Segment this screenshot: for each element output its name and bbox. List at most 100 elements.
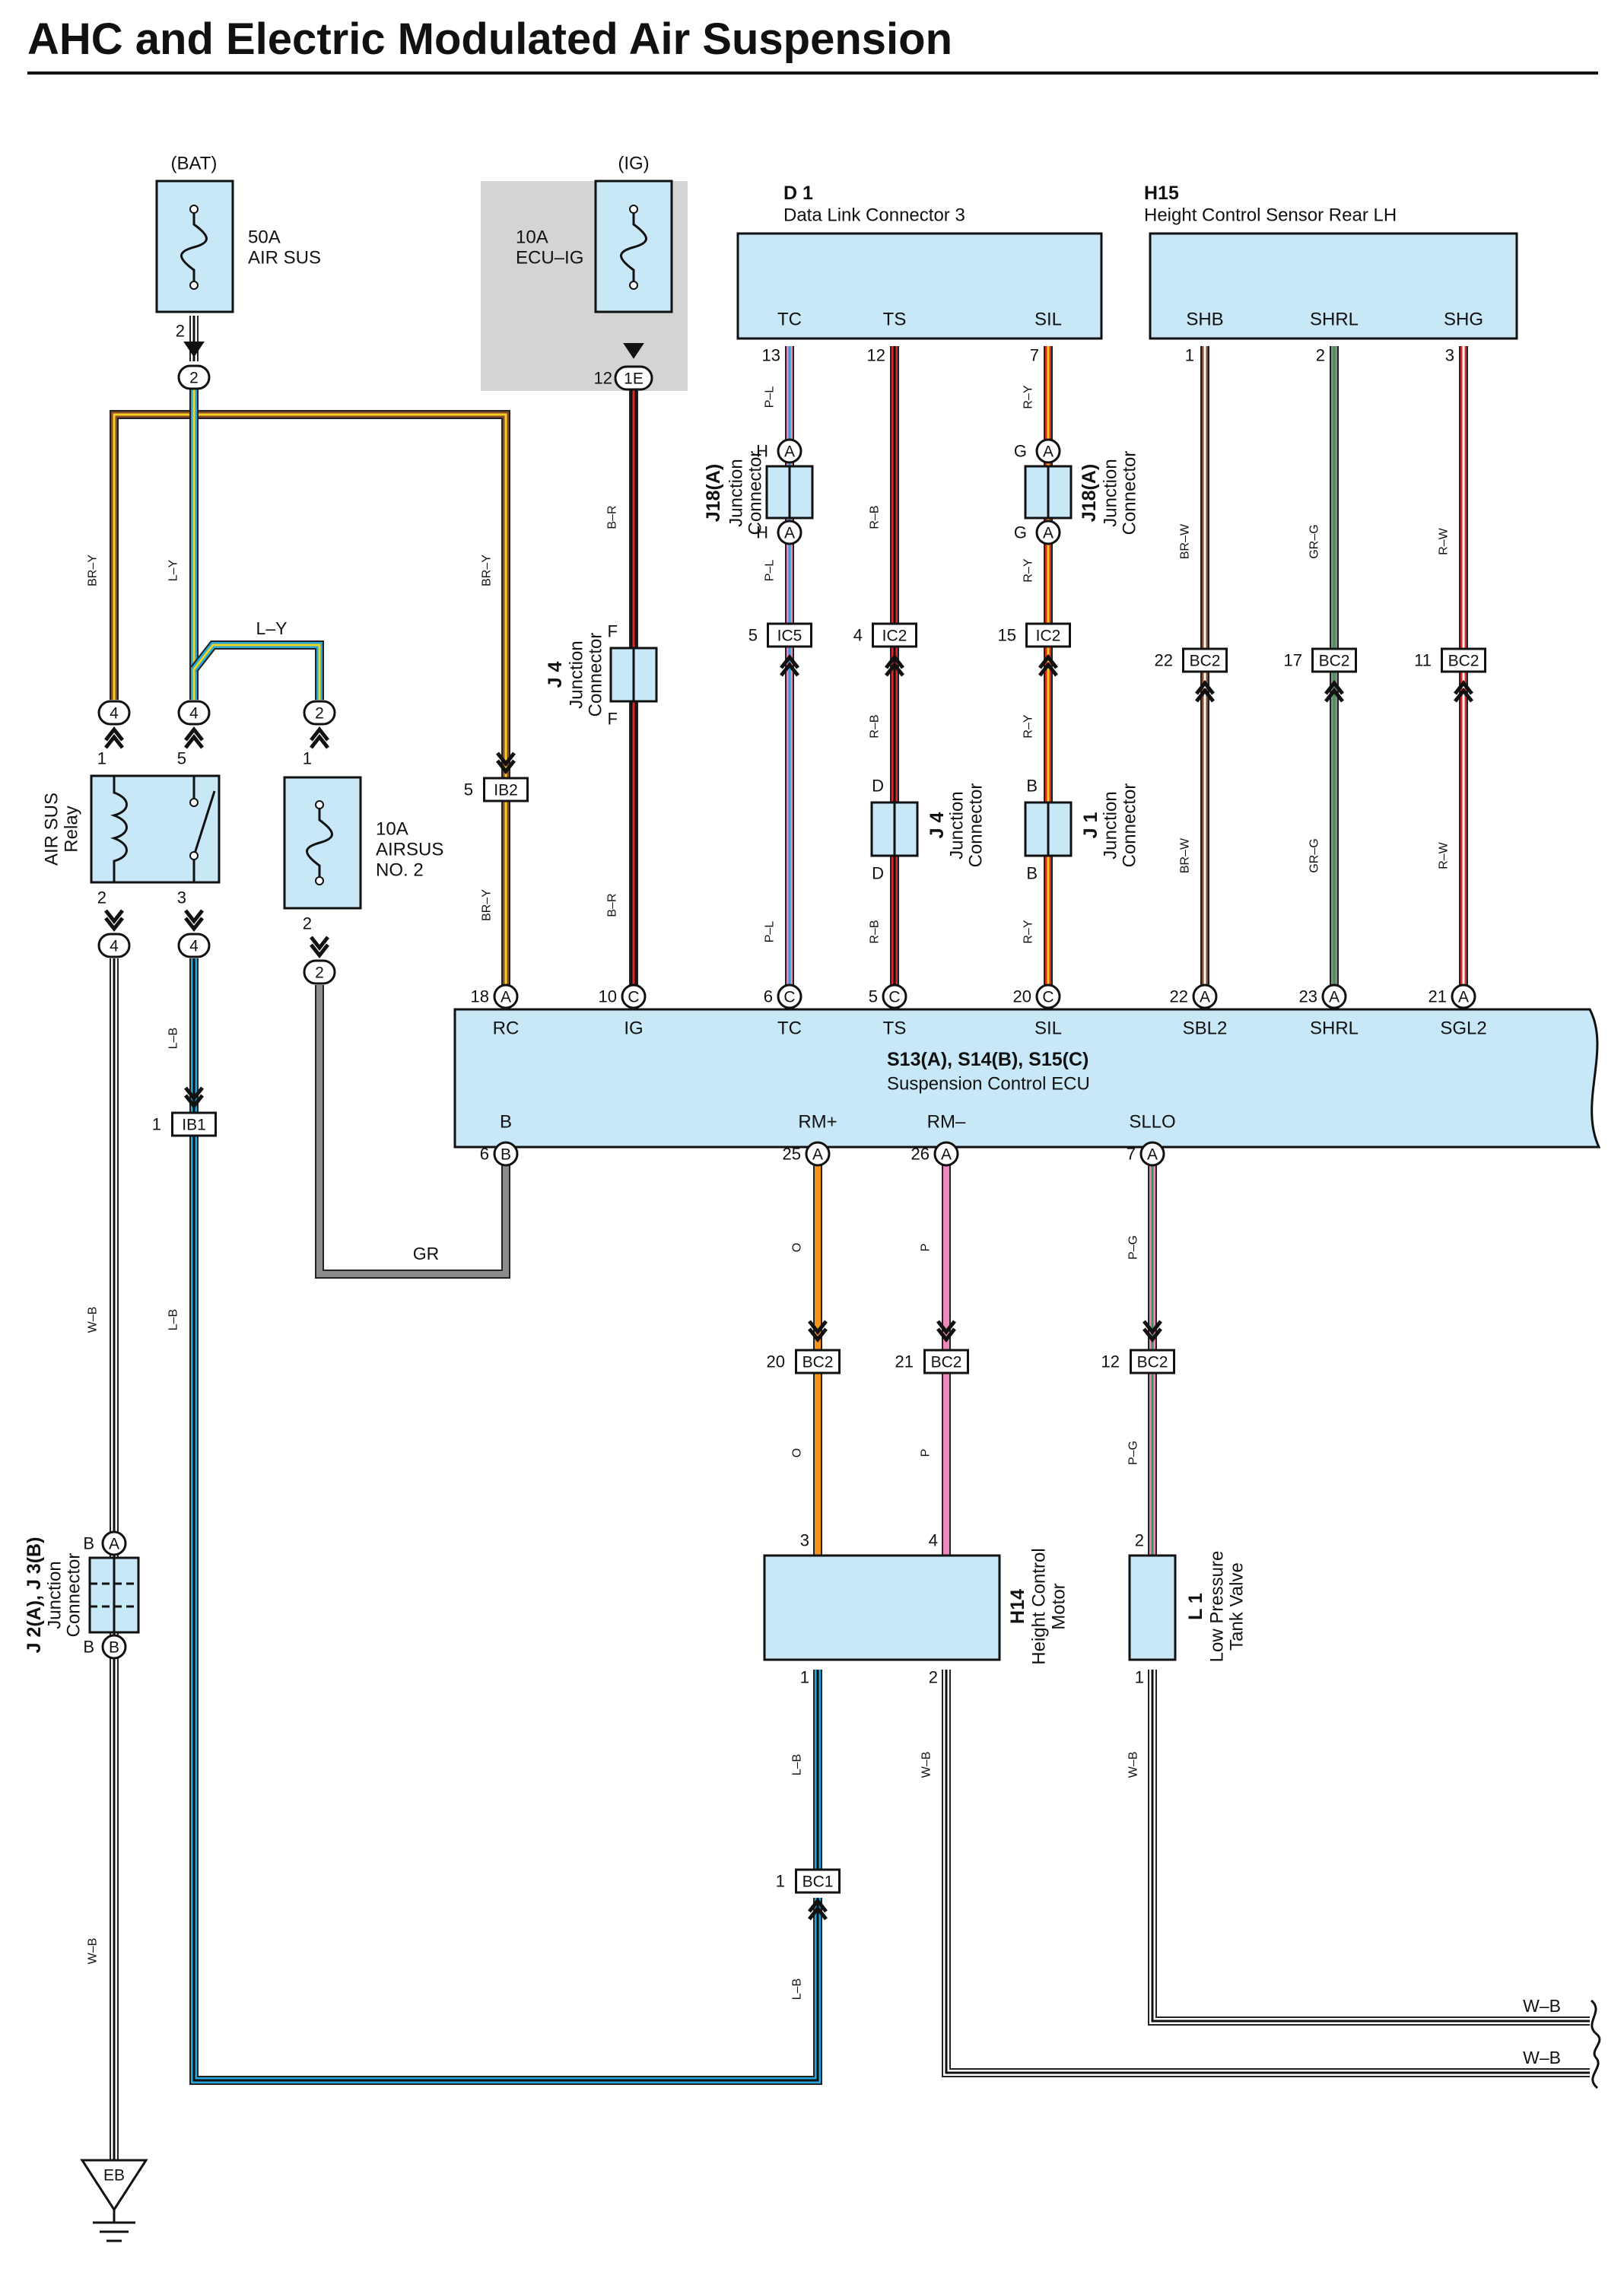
chevron-up-icon [1038,653,1058,677]
junction-label: Junction [45,1561,65,1629]
ecu-pin-circle [933,1141,959,1167]
pin-letter: B [83,1638,94,1657]
junction-label: Junction [1101,791,1121,859]
wire-base [111,412,509,780]
connector-ic2 [872,622,917,648]
wire-color-label: GR–G [1308,838,1321,872]
relay-terminal [189,851,199,860]
pin-letter: C [628,989,639,1006]
wire-color-label: W–B [1127,1752,1140,1778]
wire-base [316,985,509,1277]
wire-stripe [1151,1670,1590,2023]
wire-base [943,1670,1590,2076]
connector-label: IB2 [494,782,518,799]
pin-number: 2 [97,888,106,907]
connector-label: 4 [189,938,199,955]
pin-letter: A [1200,989,1210,1006]
ecu-terminal: SIL [1034,1019,1062,1039]
junction-label: Connector [1120,451,1140,535]
ecu-terminal: B [500,1112,512,1133]
wire-color-label: R–B [869,714,882,738]
pin-number: 20 [1013,987,1031,1006]
connector-label: BC2 [802,1354,834,1371]
arrow-down-icon [183,342,205,358]
ecu-terminal: RC [493,1019,520,1039]
pin-number: 17 [1284,651,1302,670]
connector-label: 2 [315,705,324,723]
chevron-up-icon [780,653,799,677]
junction-label: Connector [966,783,987,868]
ecu-terminal: SGL2 [1440,1019,1486,1039]
chevron-up-icon [1454,679,1473,703]
connector-bc2 [923,1349,969,1374]
component-label: ECU–IG [516,248,583,269]
pin-letter: A [941,1146,952,1164]
wire-color-label: R–W [1438,841,1451,869]
ecu-terminal: TC [777,1019,802,1039]
wire-color-label: L–B [167,1309,180,1330]
pin-letter: D [872,777,884,796]
ig-label: (IG) [618,154,649,174]
chevron-up-icon [885,653,904,677]
ecu-pin-circle [1321,984,1347,1009]
pin-letter: D [872,864,884,883]
component-label: NO. 2 [376,860,424,881]
pin-number: 4 [853,626,863,645]
pin-circle [777,438,802,464]
chevron-up-icon [184,726,204,749]
d1-terminal: TC [777,310,802,330]
wire-color-label: GR [413,1244,440,1263]
pin-number: 5 [869,987,878,1006]
pin-number: 12 [1101,1352,1120,1371]
connector-ib1 [171,1111,217,1137]
pin-number: 5 [464,780,473,799]
d1-terminal: SIL [1034,310,1062,330]
connector-bc1 [795,1868,841,1894]
wire-color-label: BR–Y [481,889,494,921]
pin-number: 22 [1155,651,1173,670]
junction-label: Junction [947,791,968,859]
wire-color-label: R–Y [1022,385,1035,408]
j2j3-code: J 2(A), J 3(B) [24,1537,45,1654]
pin-number: 15 [998,626,1016,645]
wire-stripe [945,1670,1590,2074]
j18a-code: J18(A) [1079,464,1100,522]
wire-color-label: W–B [1523,2048,1561,2067]
ecu-codes: S13(A), S14(B), S15(C) [887,1049,1088,1070]
connector-4 [177,933,211,958]
fuse-terminal [629,281,638,290]
connector-label: 2 [189,370,199,387]
h15-terminal: SHG [1444,310,1483,330]
pin-number: 18 [471,987,489,1006]
ecu-terminal: IG [624,1019,643,1039]
pin-number: 13 [762,346,780,365]
junction-label: Connector [586,633,606,717]
wire-outline [190,640,324,700]
wire-color-label: O [791,1243,804,1252]
bat-label: (BAT) [171,154,218,174]
ecu-pin-circle [493,1141,519,1167]
pin-number: 10 [599,987,617,1006]
ecu-terminal: RM– [927,1112,966,1133]
pin-number: 1 [97,749,106,768]
pin-letter: G [1014,523,1027,542]
fuse-terminal [315,876,324,885]
connector-label: IB1 [182,1117,206,1134]
wire-stripe [192,958,819,2082]
l1-code: L 1 [1185,1593,1206,1620]
connector-2 [303,700,336,726]
component-label: AIRSUS [376,840,443,860]
connector-label: BC2 [1137,1354,1168,1371]
component-label: Height Control [1029,1548,1050,1664]
connector-label: 2 [315,964,324,982]
pin-letter: A [1147,1146,1158,1164]
connector-bc2 [1311,647,1357,673]
low-pressure-tank-valve [1128,1554,1177,1661]
wire-base [191,642,323,700]
connector-label: IC2 [1036,628,1061,645]
pin-number: 25 [783,1145,801,1164]
connector-bc2 [1441,647,1486,673]
pin-number: 6 [764,987,773,1006]
pin-number: 21 [1429,987,1447,1006]
title-rule [27,72,1598,75]
